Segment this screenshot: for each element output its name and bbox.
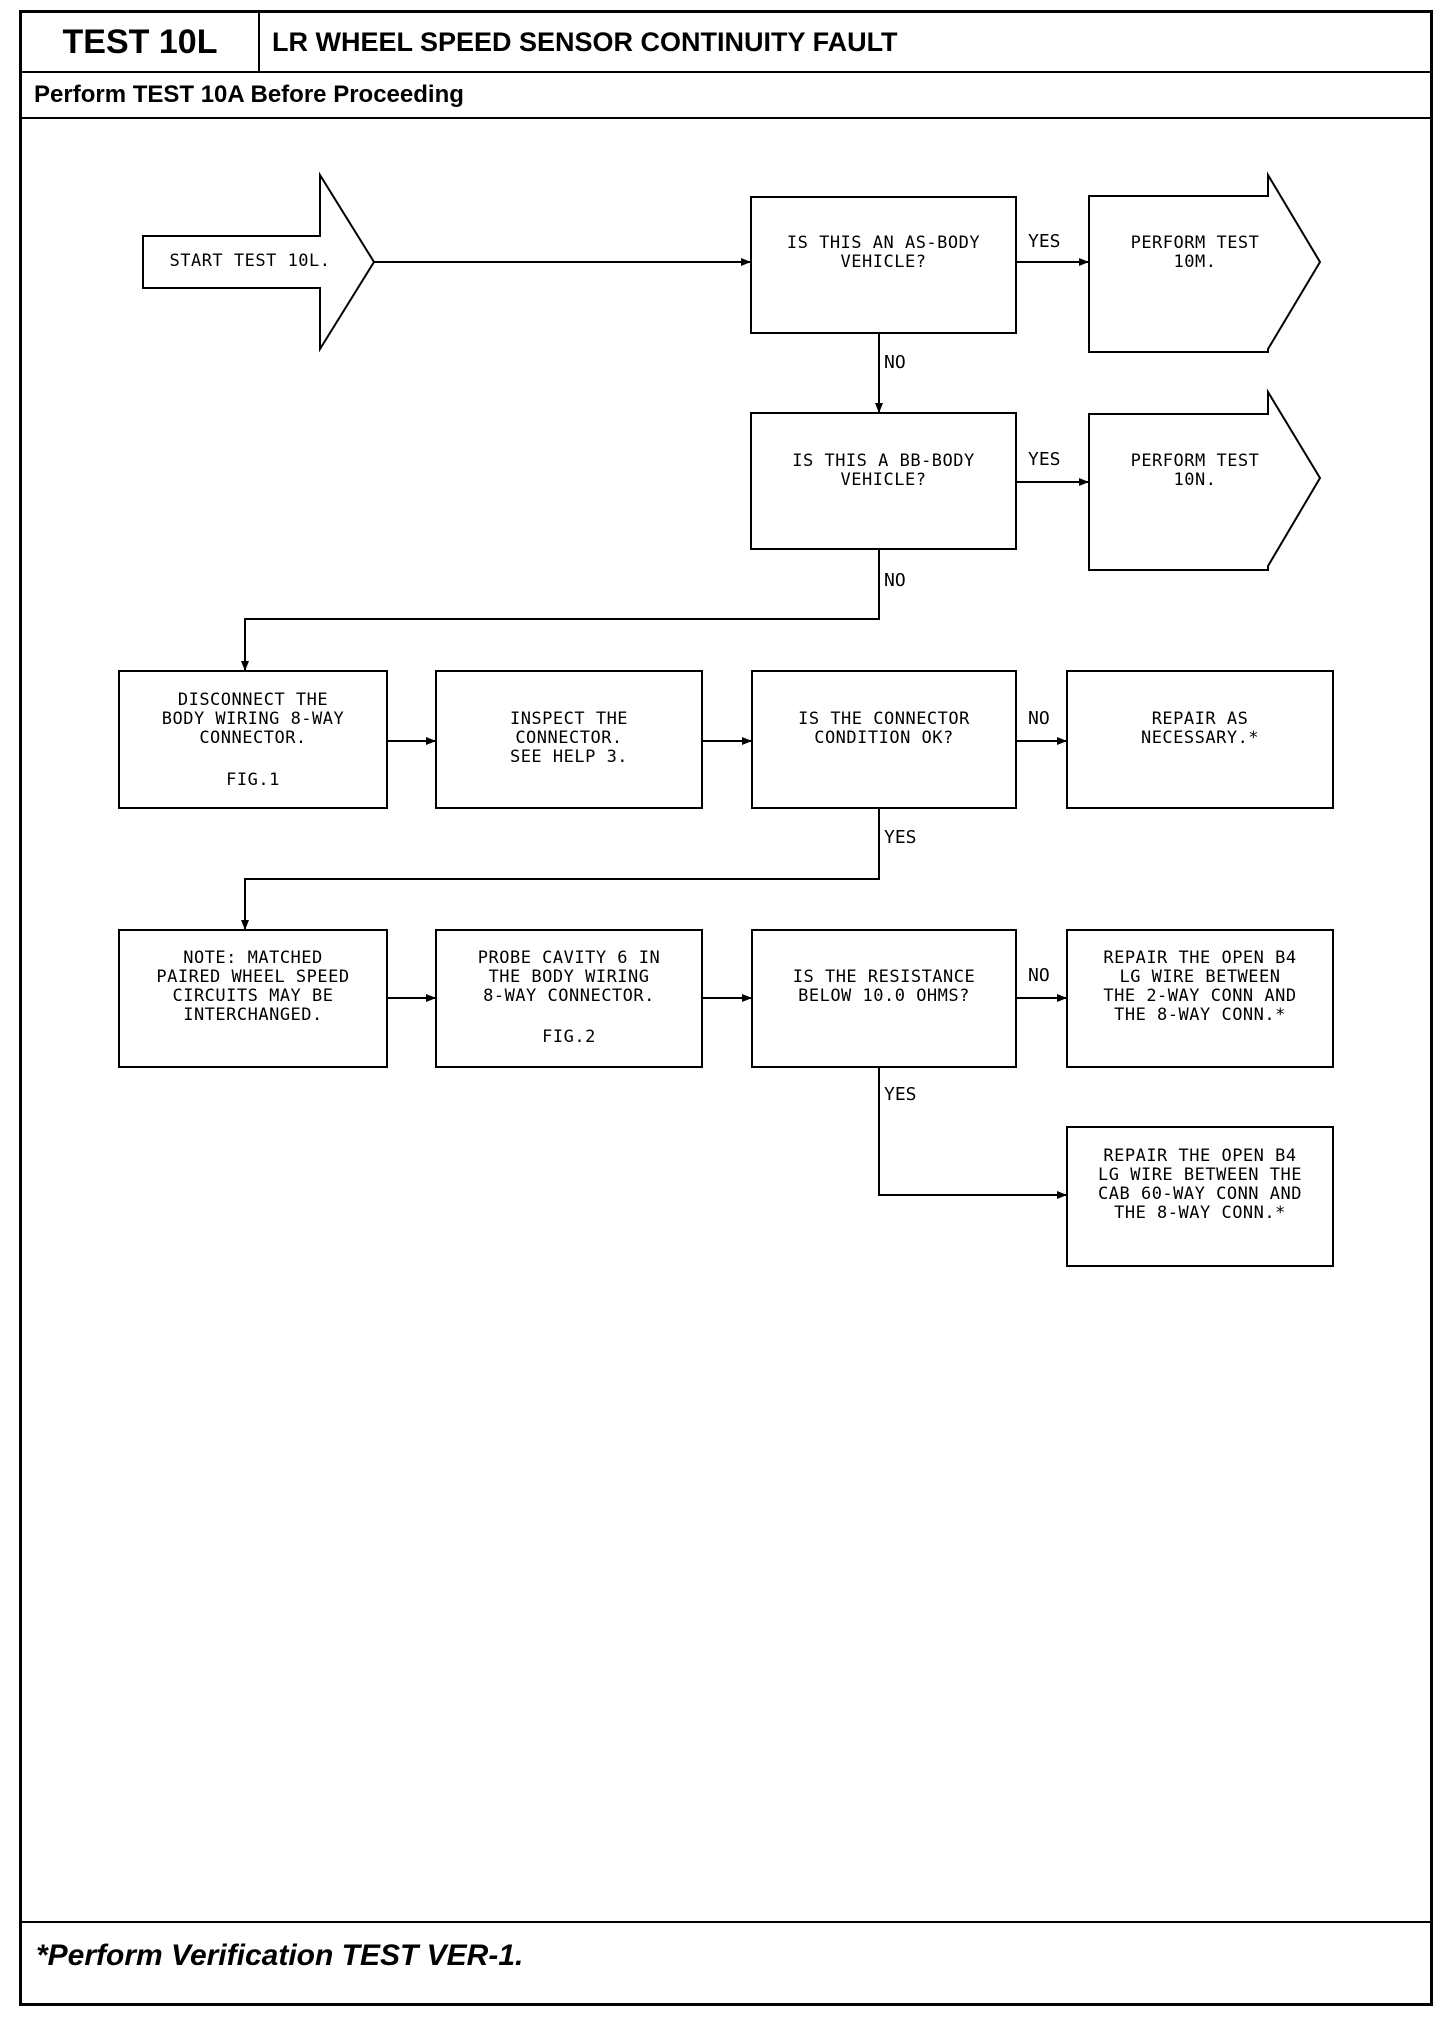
start-arrow-shape — [142, 171, 376, 353]
yes-label-bb: YES — [1028, 449, 1061, 470]
footer-row: *Perform Verification TEST VER-1. — [22, 1921, 1430, 2003]
test-title: LR WHEEL SPEED SENSOR CONTINUITY FAULT — [272, 27, 898, 57]
no-label-resistance: NO — [1028, 965, 1050, 986]
perform-10n-arrow-shape — [1088, 388, 1322, 571]
q-as-body-label: IS THIS AN AS-BODY VEHICLE? — [786, 233, 981, 272]
no-label-as: NO — [884, 352, 906, 373]
yes-label-connector: YES — [884, 827, 917, 848]
q-bb-body-box — [750, 412, 1017, 550]
repair-cab-box — [1066, 1126, 1334, 1267]
page-frame: TEST 10L LR WHEEL SPEED SENSOR CONTINUIT… — [19, 10, 1433, 2006]
prerequisite-row: Perform TEST 10A Before Proceeding — [22, 73, 1430, 119]
perform-10m-label: PERFORM TEST 10M. — [1130, 233, 1260, 272]
probe-label: PROBE CAVITY 6 IN THE BODY WIRING 8-WAY … — [477, 948, 661, 1006]
yes-label-resistance: YES — [884, 1084, 917, 1105]
inspect-box — [435, 670, 703, 809]
q-resistance-label: IS THE RESISTANCE BELOW 10.0 OHMS? — [792, 967, 976, 1006]
repair-2way-box — [1066, 929, 1334, 1068]
q-bb-body-label: IS THIS A BB-BODY VEHICLE? — [792, 451, 975, 490]
no-label-bb: NO — [884, 570, 906, 591]
footnote: *Perform Verification TEST VER-1. — [36, 1939, 524, 1972]
disconnect-label: DISCONNECT THE BODY WIRING 8-WAY CONNECT… — [161, 690, 345, 748]
disconnect-box — [118, 670, 388, 809]
edge-q-resistance-yes — [878, 1067, 1067, 1199]
no-label-connector: NO — [1028, 708, 1050, 729]
probe-box — [435, 929, 703, 1068]
start-label: START TEST 10L. — [169, 251, 331, 271]
yes-label-as: YES — [1028, 231, 1061, 252]
repair-cab-label: REPAIR THE OPEN B4 LG WIRE BETWEEN THE C… — [1098, 1146, 1302, 1223]
edge-q-bb-no — [241, 549, 880, 671]
disconnect-fig: FIG.1 — [226, 770, 280, 790]
prerequisite-text: Perform TEST 10A Before Proceeding — [34, 81, 464, 108]
perform-10n-label: PERFORM TEST 10N. — [1130, 451, 1260, 490]
perform-10m-arrow-shape — [1088, 171, 1322, 353]
repair-2way-label: REPAIR THE OPEN B4 LG WIRE BETWEEN THE 2… — [1103, 948, 1297, 1025]
q-as-body-box — [750, 196, 1017, 334]
edge-q-connector-yes — [241, 808, 880, 930]
note-label: NOTE: MATCHED PAIRED WHEEL SPEED CIRCUIT… — [156, 948, 350, 1025]
q-connector-label: IS THE CONNECTOR CONDITION OK? — [798, 709, 970, 748]
q-connector-box — [751, 670, 1017, 809]
q-resistance-box — [751, 929, 1017, 1068]
inspect-label: INSPECT THE CONNECTOR. SEE HELP 3. — [509, 709, 629, 767]
probe-fig: FIG.2 — [542, 1027, 596, 1047]
test-id: TEST 10L — [22, 13, 260, 71]
header-row: TEST 10L LR WHEEL SPEED SENSOR CONTINUIT… — [22, 13, 1430, 73]
repair-necessary-label: REPAIR AS NECESSARY.* — [1140, 709, 1260, 748]
note-box — [118, 929, 388, 1068]
repair-necessary-box — [1066, 670, 1334, 809]
